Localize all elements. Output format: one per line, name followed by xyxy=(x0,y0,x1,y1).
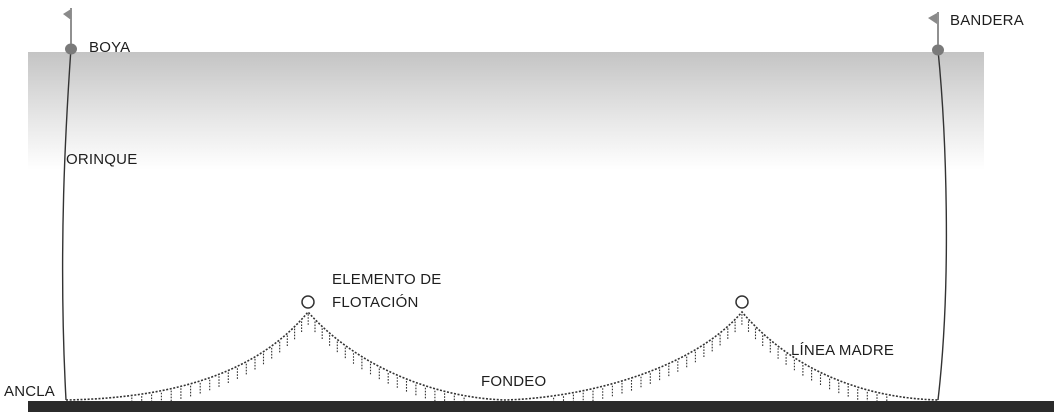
float-icon-right xyxy=(735,295,749,309)
branch-lines xyxy=(131,314,888,401)
label-ancla: ANCLA xyxy=(4,383,56,400)
buoy-icon-left xyxy=(65,43,77,55)
label-elemento-line1: ELEMENTO DE xyxy=(332,271,442,288)
label-orinque: ORINQUE xyxy=(66,151,138,168)
label-elemento-flotacion: ELEMENTO DE FLOTACIÓN xyxy=(332,268,441,314)
label-elemento-line2: FLOTACIÓN xyxy=(332,294,419,311)
buoy-icon-right xyxy=(932,44,944,56)
flag-icon-right xyxy=(928,13,937,24)
orinque-line-left xyxy=(61,47,72,401)
float-icon-left xyxy=(301,295,315,309)
orinque-line-right xyxy=(937,49,948,401)
main-line xyxy=(65,310,939,401)
label-boya: BOYA xyxy=(89,39,131,56)
label-fondeo: FONDEO xyxy=(481,373,547,390)
label-bandera: BANDERA xyxy=(950,12,1024,29)
label-linea-madre: LÍNEA MADRE xyxy=(791,342,895,359)
flag-icon-left xyxy=(63,9,71,20)
seabed xyxy=(28,401,1054,412)
water-surface-band xyxy=(28,52,984,170)
